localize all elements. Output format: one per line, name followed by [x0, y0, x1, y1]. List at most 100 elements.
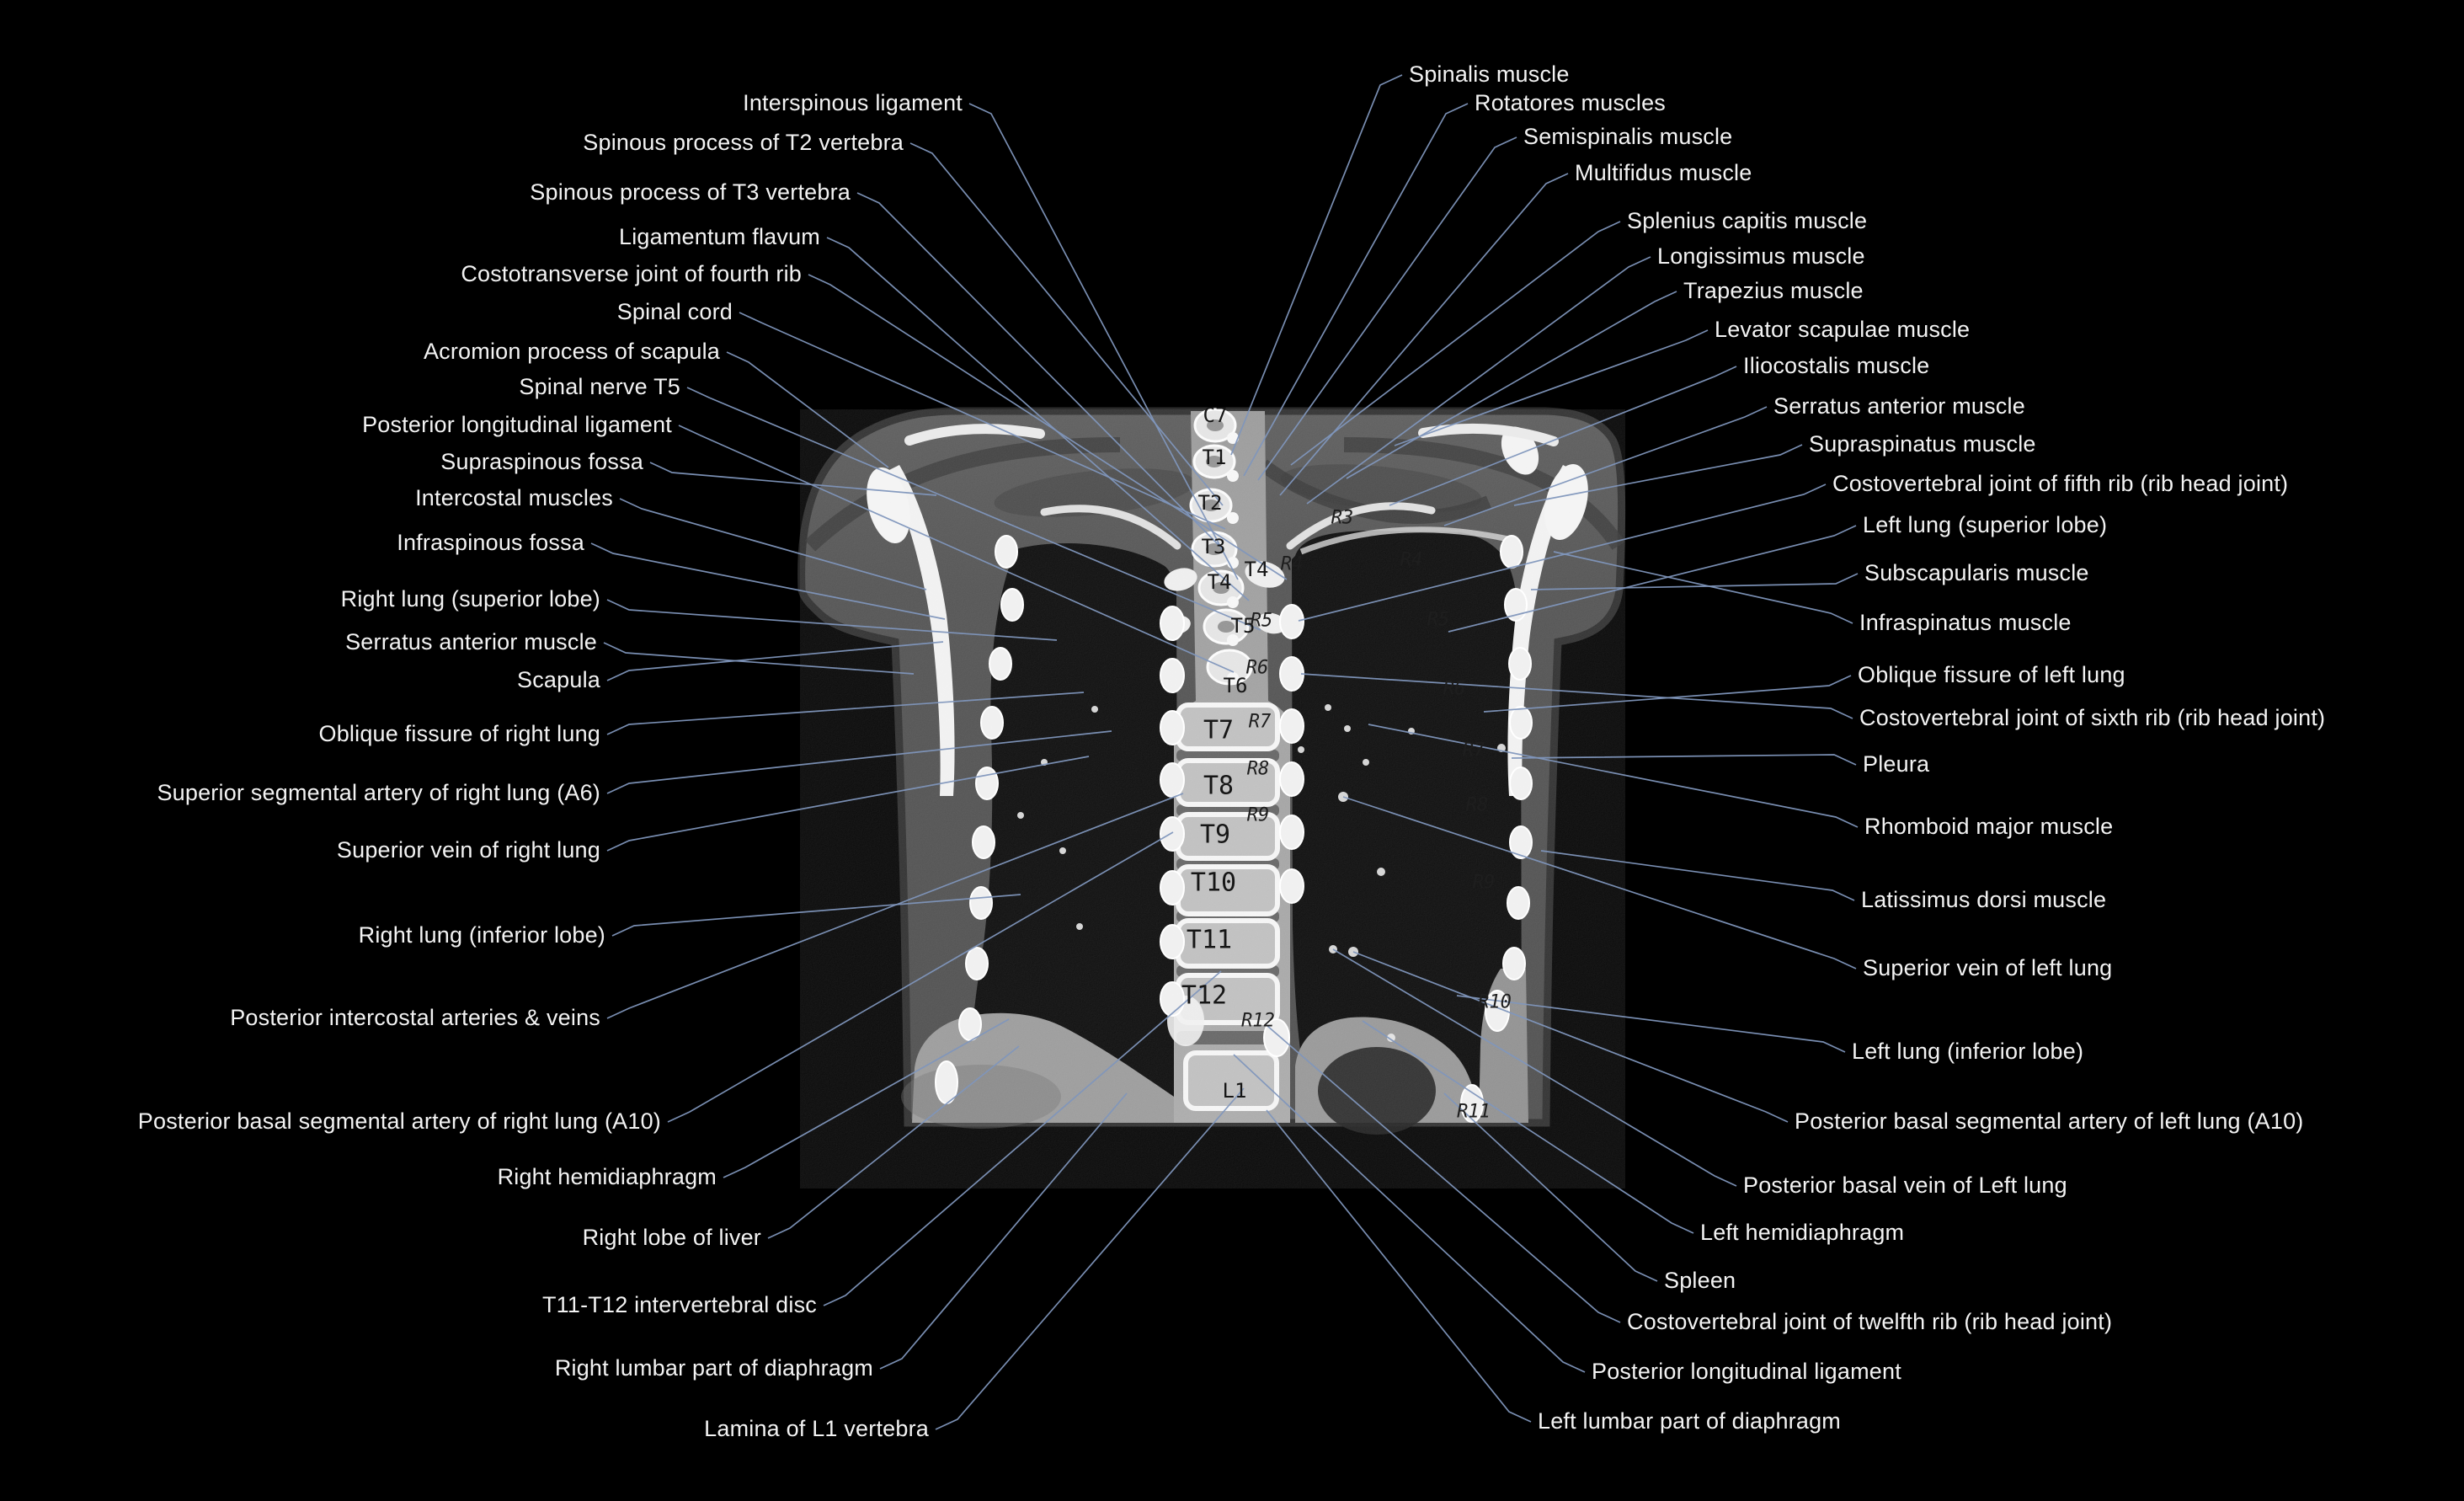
leader-line: [1511, 754, 1857, 766]
anatomy-label-right-15: Oblique fissure of left lung: [1858, 661, 2125, 687]
anatomy-label-right-5: Longissimus muscle: [1657, 243, 1865, 269]
ct-annotation-r3-6: R3: [1331, 507, 1354, 529]
anatomy-label-right-13: Subscapularis muscle: [1864, 559, 2089, 585]
ct-annotation-r8-19: R8: [1246, 758, 1270, 780]
leader-line: [619, 498, 927, 590]
ct-annotation-t8-18: T8: [1203, 771, 1235, 801]
leader-line: [590, 542, 946, 620]
anatomy-label-right-2: Semispinalis muscle: [1523, 123, 1733, 149]
leader-line: [1362, 1020, 1694, 1234]
anatomy-label-left-19: Posterior intercostal arteries & veins: [230, 1004, 600, 1030]
ct-annotation-r8-20: R8: [1465, 794, 1489, 816]
anatomy-label-right-0: Spinalis muscle: [1409, 61, 1570, 87]
ct-annotation-t1-1: T1: [1202, 446, 1227, 469]
ct-annotation-r9-22: R9: [1246, 804, 1270, 826]
leader-line: [1298, 483, 1827, 622]
anatomy-label-left-15: Oblique fissure of right lung: [318, 720, 600, 746]
leader-line: [1443, 1092, 1658, 1282]
anatomy-label-right-19: Latissimus dorsi muscle: [1861, 886, 2107, 912]
leader-line: [826, 237, 1250, 601]
ct-annotation-r5-10: R5: [1250, 610, 1273, 632]
anatomy-label-right-20: Superior vein of left lung: [1863, 954, 2113, 980]
anatomy-label-right-8: Iliocostalis muscle: [1743, 352, 1930, 378]
leader-line: [935, 1087, 1245, 1430]
anatomy-label-left-25: Lamina of L1 vertebra: [704, 1415, 929, 1441]
leader-line: [1456, 995, 1846, 1053]
ct-annotation-t7-15: T7: [1203, 715, 1235, 745]
anatomy-label-left-18: Right lung (inferior lobe): [358, 921, 605, 948]
anatomy-label-left-13: Serratus anterior muscle: [345, 628, 597, 654]
leader-line: [1389, 366, 1737, 506]
anatomy-label-right-28: Left lumbar part of diaphragm: [1538, 1408, 1841, 1434]
ct-annotation-r4-7: R4: [1280, 553, 1304, 575]
anatomy-label-right-10: Supraspinatus muscle: [1809, 430, 2036, 457]
leader-line: [1279, 173, 1569, 496]
leader-line: [606, 793, 1184, 1019]
anatomy-label-right-1: Rotatores muscles: [1475, 89, 1666, 115]
anatomy-label-left-16: Superior segmental artery of right lung …: [157, 779, 600, 805]
ct-annotation-r9-23: R9: [1472, 872, 1496, 894]
anatomy-label-right-11: Costovertebral joint of fifth rib (rib h…: [1832, 470, 2289, 496]
ct-annotation-l1-29: L1: [1222, 1079, 1247, 1103]
anatomy-label-right-9: Serratus anterior muscle: [1773, 393, 2025, 419]
leader-line: [723, 1018, 1010, 1178]
ct-annotation-t9-21: T9: [1199, 820, 1231, 850]
anatomy-label-left-12: Right lung (superior lobe): [340, 585, 600, 612]
leader-line: [1448, 525, 1857, 633]
anatomy-label-right-12: Left lung (superior lobe): [1863, 511, 2108, 537]
anatomy-label-right-4: Splenius capitis muscle: [1627, 207, 1868, 233]
ct-annotation-r7-16: R7: [1248, 711, 1272, 733]
anatomy-label-right-3: Multifidus muscle: [1575, 159, 1752, 185]
anatomy-label-right-25: Spleen: [1664, 1267, 1736, 1293]
ct-annotation-r11-30: R11: [1457, 1101, 1491, 1123]
anatomy-label-left-7: Spinal nerve T5: [519, 373, 680, 399]
leader-line: [726, 351, 889, 468]
anatomy-label-left-24: Right lumbar part of diaphragm: [554, 1354, 873, 1381]
anatomy-label-left-14: Scapula: [517, 666, 600, 692]
anatomy-label-right-16: Costovertebral joint of sixth rib (rib h…: [1859, 704, 2326, 730]
leader-line: [856, 192, 1224, 551]
anatomy-label-left-20: Posterior basal segmental artery of righ…: [137, 1108, 661, 1134]
leader-line: [1306, 256, 1651, 505]
ct-annotation-r6-14: R6: [1443, 678, 1466, 700]
anatomy-label-left-2: Spinous process of T3 vertebra: [530, 179, 851, 205]
anatomy-label-left-8: Posterior longitudinal ligament: [362, 411, 672, 437]
leader-line: [606, 599, 1058, 641]
leader-line: [1300, 673, 1853, 719]
leader-line: [1230, 74, 1403, 456]
anatomy-label-right-22: Posterior basal segmental artery of left…: [1795, 1108, 2304, 1134]
ct-annotation-t11-25: T11: [1186, 925, 1233, 955]
anatomy-label-left-9: Supraspinous fossa: [440, 448, 643, 474]
anatomy-label-right-18: Rhomboid major muscle: [1864, 813, 2114, 839]
leader-line: [1332, 948, 1737, 1187]
leader-line: [1540, 850, 1855, 901]
anatomy-label-right-6: Trapezius muscle: [1683, 277, 1864, 303]
leader-line: [1443, 406, 1768, 526]
ct-annotation-t4-5: T4: [1244, 558, 1269, 581]
leader-line: [909, 142, 1224, 506]
anatomy-label-left-11: Infraspinous fossa: [397, 529, 584, 555]
ct-annotation-t6-13: T6: [1223, 674, 1248, 697]
leader-line: [667, 831, 1174, 1123]
leader-line: [1352, 951, 1789, 1123]
leader-line: [1342, 796, 1857, 970]
anatomy-label-left-6: Acromion process of scapula: [423, 338, 720, 364]
ct-annotation-r4-8: R4: [1400, 549, 1423, 571]
leader-line: [1233, 1054, 1586, 1373]
ct-annotation-t3-3: T3: [1201, 535, 1226, 558]
leader-line: [1243, 103, 1469, 477]
ct-annotation-t10-24: T10: [1190, 868, 1237, 898]
leader-line: [1394, 329, 1709, 446]
leader-line: [603, 642, 915, 675]
leader-line: [649, 462, 937, 496]
anatomy-label-right-23: Posterior basal vein of Left lung: [1743, 1172, 2067, 1198]
leader-line: [611, 894, 1021, 937]
leader-line: [1368, 724, 1859, 828]
leader-line: [606, 730, 1112, 794]
anatomy-label-left-1: Spinous process of T2 vertebra: [583, 129, 904, 155]
leader-line: [1266, 1109, 1532, 1423]
leader-line: [606, 641, 944, 681]
